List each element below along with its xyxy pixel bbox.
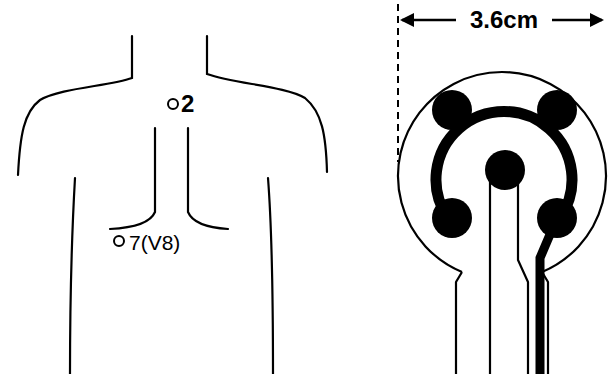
dimension-line	[398, 4, 604, 162]
callout-number: 2	[181, 92, 194, 116]
electrode-site	[114, 236, 124, 246]
electrode-pad	[398, 72, 606, 374]
dimension-label: 3.6cm	[466, 8, 542, 32]
electrode-site	[168, 99, 178, 109]
callout-number: 7(V8)	[129, 232, 180, 253]
torso-outline	[18, 36, 327, 374]
